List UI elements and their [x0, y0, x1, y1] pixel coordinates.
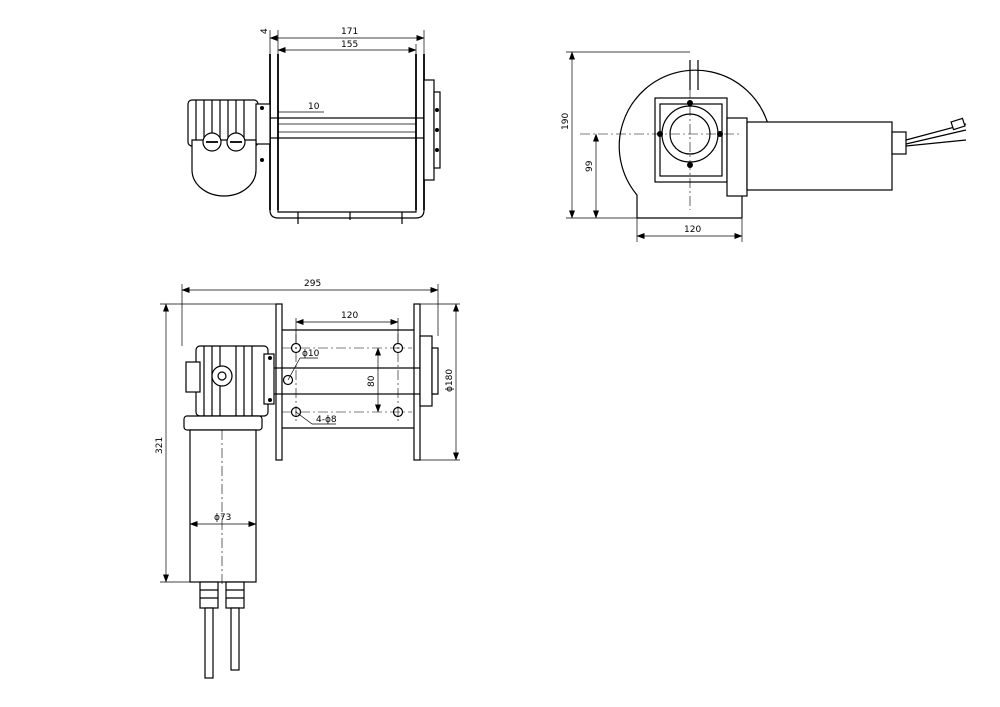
- dim-120-front: 120: [341, 311, 358, 321]
- drum-frame: [257, 54, 441, 224]
- dim-hole-dia: ϕ10: [302, 349, 320, 359]
- dim-holes: 4-ϕ8: [316, 415, 337, 425]
- dim-295: 295: [304, 279, 321, 289]
- dim-171: 171: [341, 27, 358, 37]
- dim-flange-dia: ϕ180: [445, 369, 455, 392]
- top-view: 4 171 155 10: [187, 27, 441, 224]
- dim-99: 99: [585, 160, 595, 172]
- gearbox-top: [187, 99, 271, 197]
- dim-4: 4: [260, 28, 270, 34]
- front-view: [160, 284, 460, 679]
- dim-190: 190: [561, 113, 571, 130]
- dim-155: 155: [341, 40, 358, 50]
- dim-10: 10: [308, 102, 320, 112]
- dim-80: 80: [367, 375, 377, 387]
- dim-321: 321: [155, 437, 165, 454]
- dim-120: 120: [684, 225, 701, 235]
- dim-motor-dia: ϕ73: [214, 513, 231, 523]
- side-view: [566, 51, 967, 242]
- top-view-dims: [269, 30, 425, 126]
